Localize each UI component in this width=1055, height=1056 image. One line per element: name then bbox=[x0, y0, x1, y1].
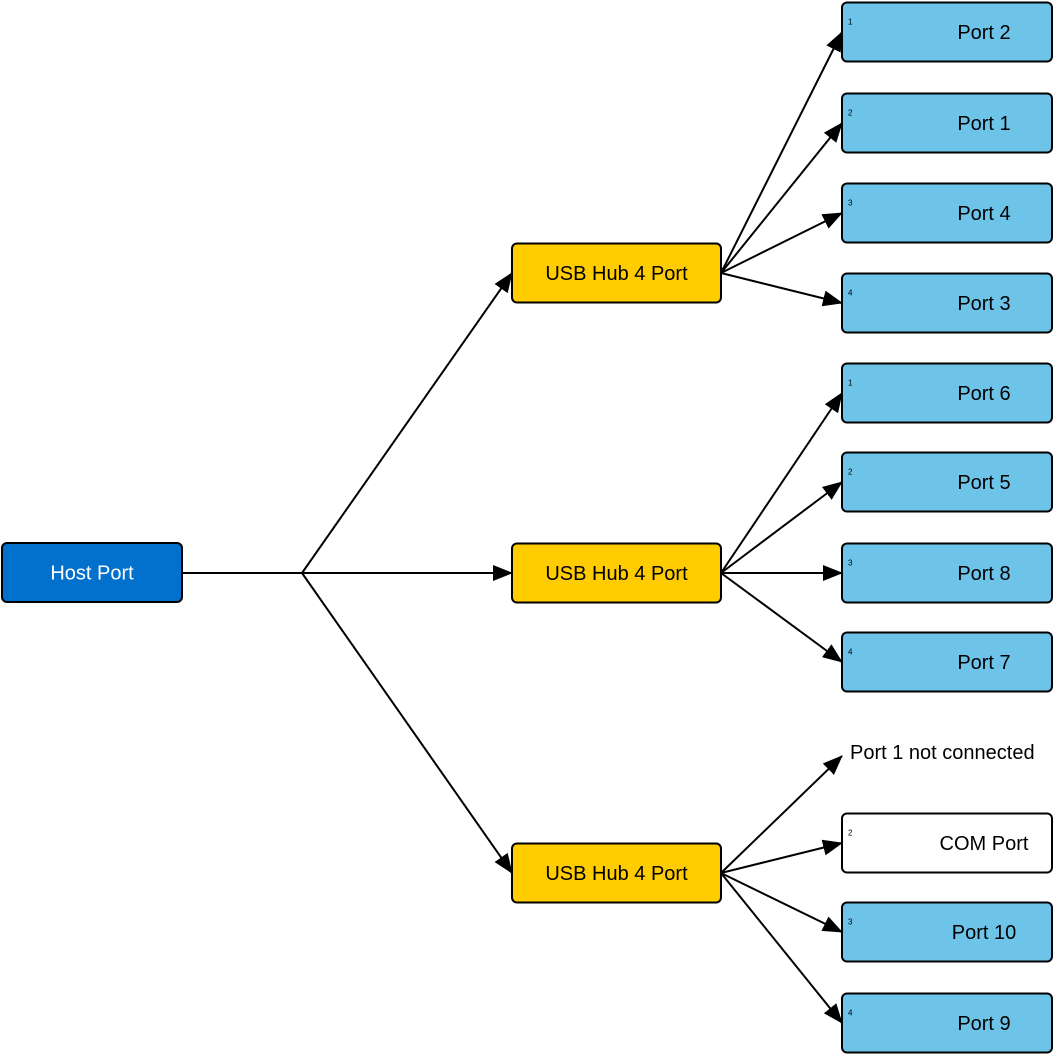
usb-hub-node-3: USB Hub 4 Port bbox=[511, 842, 722, 904]
hub-2-port-1-arrow bbox=[720, 392, 843, 574]
hub-1-port-3-node-label: Port 4 bbox=[957, 203, 1010, 225]
host-port-node: Host Port bbox=[1, 542, 183, 603]
hub-2-port-1-node-box bbox=[841, 362, 1053, 424]
hub-1-port-3-number: 3 bbox=[848, 199, 853, 208]
hub-1-port-2-node: Port 1 2 bbox=[841, 92, 1053, 154]
usb-hub-node-3-label: USB Hub 4 Port bbox=[545, 863, 688, 885]
hub-3-port-2-number: 2 bbox=[848, 829, 853, 838]
hub-3-port-4-node-box bbox=[841, 992, 1053, 1054]
hub-1-port-3-node-box bbox=[841, 182, 1053, 244]
hub-1-link-arrow bbox=[301, 272, 513, 574]
hub-1-port-2-number: 2 bbox=[848, 109, 853, 118]
hub-2-port-2-node-box bbox=[841, 451, 1053, 513]
hub-3-port-3-arrow bbox=[720, 872, 843, 933]
hub-1-port-4-arrow bbox=[720, 272, 843, 307]
hub-3-port-2-node-label: COM Port bbox=[940, 833, 1029, 855]
hub-2-port-4-number: 4 bbox=[848, 648, 853, 657]
hub-1-port-4-node-box bbox=[841, 272, 1053, 334]
hub-1-port-2-node-label: Port 1 bbox=[957, 113, 1010, 135]
hub-2-port-1-number: 1 bbox=[848, 379, 853, 388]
hub-3-port-4-arrow bbox=[720, 872, 843, 1024]
hub-3-port-3-node: Port 10 3 bbox=[841, 901, 1053, 963]
hub-1-port-4-node-label: Port 3 bbox=[957, 293, 1010, 315]
usb-hub-node-2-label: USB Hub 4 Port bbox=[545, 563, 688, 585]
hub-2-port-2-node-label: Port 5 bbox=[957, 472, 1010, 494]
hub-1-port-1-arrow bbox=[720, 31, 843, 274]
hub-3-port-1-not-connected-label: Port 1 not connected bbox=[850, 742, 1035, 764]
hub-3-port-3-number: 3 bbox=[848, 918, 853, 927]
host-port-node-label: Host Port bbox=[50, 563, 134, 585]
hub-3-link-arrow bbox=[301, 572, 513, 874]
hub-3-port-2-arrow bbox=[720, 839, 843, 874]
hub-2-port-4-node: Port 7 4 bbox=[841, 631, 1053, 693]
hub-3-port-3-node-box bbox=[841, 901, 1053, 963]
hub-2-port-2-number: 2 bbox=[848, 468, 853, 477]
hub-3-port-4-number: 4 bbox=[848, 1009, 853, 1018]
connection-lines bbox=[182, 31, 843, 1024]
hub-2-port-1-node: Port 6 1 bbox=[841, 362, 1053, 424]
hub-3-port-2-node-box bbox=[841, 812, 1053, 874]
hub-2-port-4-node-box bbox=[841, 631, 1053, 693]
hub-1-port-1-node-box bbox=[841, 1, 1053, 63]
hub-2-port-2-arrow bbox=[720, 481, 843, 574]
hub-3-port-3-node-label: Port 10 bbox=[952, 922, 1016, 944]
hub-1-port-1-node: Port 2 1 bbox=[841, 1, 1053, 63]
usb-hub-node-3-box bbox=[511, 842, 722, 904]
usb-hub-node-2-box bbox=[511, 542, 722, 604]
hub-1-port-3-node: Port 4 3 bbox=[841, 182, 1053, 244]
hub-1-port-3-arrow bbox=[720, 212, 843, 274]
hub-1-port-1-node-label: Port 2 bbox=[957, 22, 1010, 44]
hub-3-port-4-node-label: Port 9 bbox=[957, 1013, 1010, 1035]
usb-hub-node-1: USB Hub 4 Port bbox=[511, 242, 722, 304]
hub-1-port-2-node-box bbox=[841, 92, 1053, 154]
hub-2-port-4-arrow bbox=[720, 572, 843, 663]
usb-hub-node-1-label: USB Hub 4 Port bbox=[545, 263, 688, 285]
hub-2-port-1-node-label: Port 6 bbox=[957, 383, 1010, 405]
hub-2-port-3-node-box bbox=[841, 542, 1053, 604]
hub-1-port-2-arrow bbox=[720, 122, 843, 274]
hub-2-port-2-node: Port 5 2 bbox=[841, 451, 1053, 513]
hub-3-port-4-node: Port 9 4 bbox=[841, 992, 1053, 1054]
hub-2-port-3-node-label: Port 8 bbox=[957, 563, 1010, 585]
hub-3-port-2-node: COM Port 2 bbox=[841, 812, 1053, 874]
hub-1-port-4-number: 4 bbox=[848, 289, 853, 298]
hub-2-port-3-number: 3 bbox=[848, 559, 853, 568]
hub-2-port-4-node-label: Port 7 bbox=[957, 652, 1010, 674]
hub-3-port-1-arrow bbox=[720, 755, 843, 874]
host-port-node-box bbox=[1, 542, 183, 603]
usb-hub-node-1-box bbox=[511, 242, 722, 304]
hub-1-port-4-node: Port 3 4 bbox=[841, 272, 1053, 334]
hub-1-port-1-number: 1 bbox=[848, 18, 853, 27]
hub-2-port-3-node: Port 8 3 bbox=[841, 542, 1053, 604]
usb-hub-node-2: USB Hub 4 Port bbox=[511, 542, 722, 604]
